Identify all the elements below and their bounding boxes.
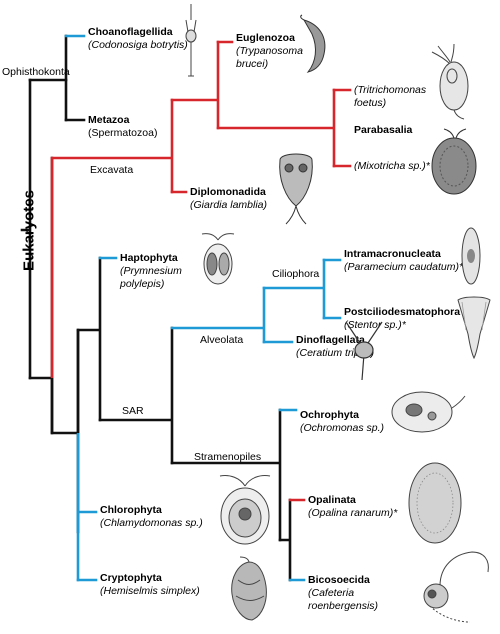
clade-label-ophisthokonta: Ophisthokonta [2,66,70,78]
taxon-example: (Prymnesium [120,265,182,277]
taxon-cryptophyta: Cryptophyta (Hemiselmis simplex) [100,572,200,598]
branch-excavata [50,98,174,194]
taxon-example: (Giardia lamblia) [190,199,268,211]
branch-parabasalia [216,88,336,168]
taxon-example: roenbergensis) [308,600,379,612]
taxon-ochrophyta: Ochrophyta (Ochromonas sp.) [300,409,384,435]
clade-label-sar: SAR [122,405,144,417]
taxon-example: (Mixotricha sp.)* [354,160,430,172]
branch-euglenozoa-parabasalia [170,40,220,130]
taxon-example: (Tritrichomonas [354,84,427,96]
taxon-name: Parabasalia [354,124,413,136]
hemiselmis-icon [231,556,267,621]
taxon-example: (Chlamydomonas sp.) [100,517,203,529]
taxon-euglenozoa: Euglenozoa (Trypanosoma brucei) [236,32,303,71]
branch-sar [98,326,174,465]
branch-opalinata-bicosoecida [278,498,292,582]
chlamydomonas-icon [219,475,271,545]
taxon-diplomonadida: Diplomonadida (Giardia lamblia) [190,186,267,212]
clade-label-excavata: Excavata [90,164,134,176]
cafeteria-icon [423,551,489,623]
taxon-chlorophyta: Chlorophyta (Chlamydomonas sp.) [100,504,203,530]
taxon-name: Chlorophyta [100,504,162,516]
root-label: Eukaryotes [20,190,38,271]
branch-haptophyta-sar [76,256,102,422]
taxon-name: Intramacronucleata [344,248,441,260]
taxon-mixotricha: (Mixotricha sp.)* [354,160,430,173]
choanoflagellate-icon [185,4,197,77]
mixotricha-icon [431,128,477,195]
clade-label-ciliophora: Ciliophora [272,268,320,280]
taxon-name: Bicosoecida [308,574,370,586]
clade-label-alveolata: Alveolata [200,334,244,346]
taxon-name: Euglenozoa [236,32,295,44]
taxon-name: Metazoa [88,114,130,126]
taxon-intramacronucleata: Intramacronucleata (Paramecium caudatum)… [344,248,463,274]
taxon-name: Diplomonadida [190,186,266,198]
giardia-icon [279,153,313,225]
taxon-name: Choanoflagellida [88,26,173,38]
branch-alveolata [170,286,266,344]
branch-stramenopiles [170,408,282,542]
ochromonas-icon [391,391,466,433]
branch-root [20,78,32,380]
taxon-example: (Spermatozoa) [88,127,158,139]
taxon-opalinata: Opalinata (Opalina ranarum)* [308,494,397,520]
prymnesium-icon [201,233,235,285]
taxon-name: Postciliodesmatophora [344,306,461,318]
taxon-example: (Trypanosoma [236,45,303,57]
taxon-name: Ochrophyta [300,409,359,421]
taxon-choanoflagellida: Choanoflagellida (Codonosiga botrytis) [88,26,188,52]
taxon-parabasalia: Parabasalia [354,124,412,137]
taxon-metazoa: Metazoa (Spermatozoa) [88,114,157,140]
trypanosoma-icon [300,14,326,73]
taxon-name: Dinoflagellata [296,334,365,346]
taxon-name: Cryptophyta [100,572,162,584]
taxon-name: Haptophyta [120,252,178,264]
taxon-example: brucei) [236,58,269,70]
taxon-bicosoecida: Bicosoecida (Cafeteria roenbergensis) [308,574,378,613]
taxon-example: polylepis) [120,278,165,290]
ceratium-icon [345,321,383,381]
branch-ciliophora [262,258,326,320]
taxon-name: Opalinata [308,494,356,506]
paramecium-icon [461,227,481,285]
taxon-example: (Opalina ranarum)* [308,507,398,519]
taxon-tritrichomonas: (Tritrichomonas foetus) [354,84,426,110]
taxon-example: (Codonosiga botrytis) [88,39,188,51]
branch-haptophyta-sar-archaeplastida [50,328,80,534]
taxon-example: (Paramecium caudatum)* [344,261,464,273]
taxon-example: foetus) [354,97,387,109]
taxon-example: (Ochromonas sp.) [300,422,385,434]
tritrichomonas-icon [431,43,469,120]
clade-label-stramenopiles: Stramenopiles [194,451,262,463]
taxon-haptophyta: Haptophyta (Prymnesium polylepis) [120,252,182,291]
opalina-icon [408,462,462,544]
taxon-example: (Cafeteria [308,587,355,599]
taxon-postciliodesmatophora: Postciliodesmatophora (Stentor sp.)* [344,306,460,332]
taxon-example: (Stentor sp.)* [344,319,406,331]
taxon-example: (Hemiselmis simplex) [100,585,200,597]
stentor-icon [457,296,491,360]
